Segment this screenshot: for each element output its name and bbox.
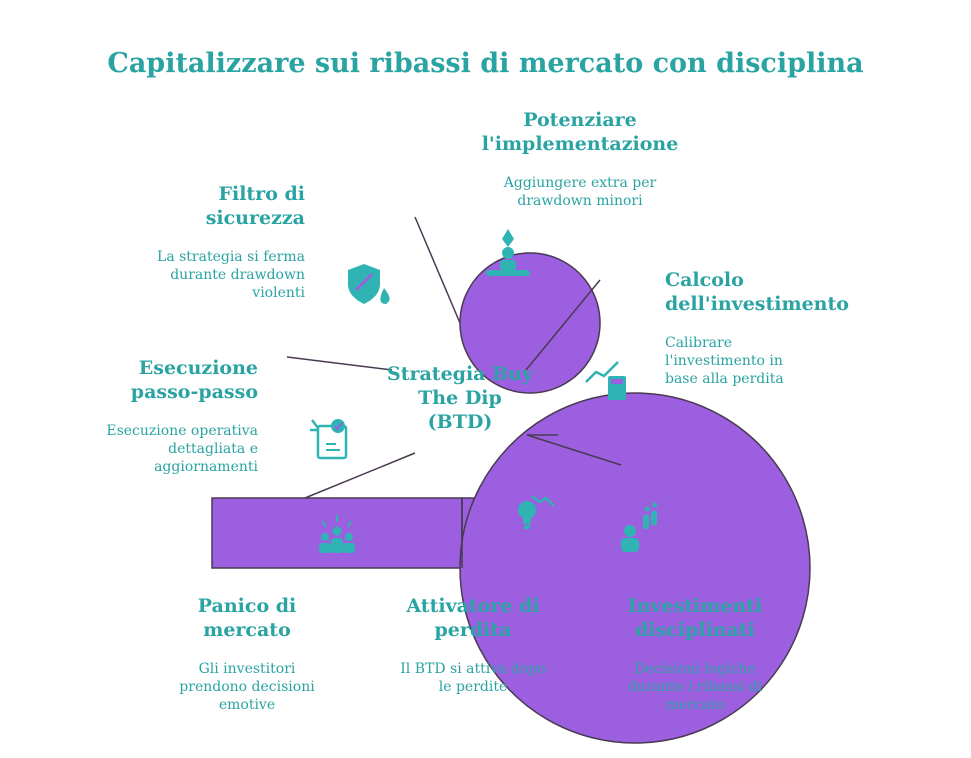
page-title: Capitalizzare sui ribassi di mercato con…	[107, 48, 864, 79]
stage-description: La strategia si ferma durante drawdown v…	[157, 249, 305, 301]
stage-heading: Calcolo dell'investimento	[665, 269, 849, 315]
center-label: Strategia Buy The Dip (BTD)	[386, 363, 534, 433]
stage-heading: Potenziare l'implementazione	[481, 109, 679, 155]
stage-label-boost: Potenziare l'implementazione Aggiungere …	[470, 108, 690, 210]
stage-heading: Filtro di sicurezza	[205, 183, 305, 229]
crowd-icon	[319, 515, 355, 553]
stage-heading: Investimenti disciplinati	[627, 595, 763, 641]
trigger-bulb-icon	[518, 495, 555, 529]
stage-label-disciplined: Investimenti disciplinati Decisioni logi…	[600, 594, 790, 714]
calculator-chart-icon	[585, 361, 626, 400]
stage-description: Calibrare l'investimento in base alla pe…	[665, 335, 784, 387]
cycle-ring	[459, 252, 811, 744]
stage-heading: Esecuzione passo-passo	[130, 357, 258, 403]
stage-description: Il BTD si attiva dopo le perdite	[400, 661, 546, 695]
investor-money-icon	[621, 502, 658, 552]
stage-description: Decisioni logiche durante i ribassi di m…	[627, 661, 763, 713]
boost-person-icon	[486, 229, 530, 276]
stage-label-safety-filter: Filtro di sicurezza La strategia si ferm…	[110, 182, 305, 302]
stage-heading: Panico di mercato	[197, 595, 297, 641]
stage-description: Esecuzione operativa dettagliata e aggio…	[106, 423, 258, 475]
stage-description: Aggiungere extra per drawdown minori	[503, 175, 657, 209]
checklist-hand-icon	[310, 419, 348, 460]
ring-dividers	[286, 216, 622, 568]
stage-label-market-panic: Panico di mercato Gli investitori prendo…	[162, 594, 332, 714]
stage-heading: Attivatore di perdita	[406, 595, 540, 641]
stage-label-step-execution: Esecuzione passo-passo Esecuzione operat…	[80, 356, 258, 476]
stage-description: Gli investitori prendono decisioni emoti…	[179, 661, 315, 713]
stage-label-loss-trigger: Attivatore di perdita Il BTD si attiva d…	[378, 594, 568, 696]
shield-filter-icon	[348, 264, 390, 304]
stage-label-investment-calc: Calcolo dell'investimento Calibrare l'in…	[665, 268, 865, 388]
